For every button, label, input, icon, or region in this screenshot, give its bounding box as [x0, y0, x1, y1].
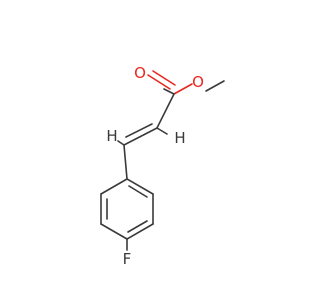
bond-vinyl-ring	[123, 144, 128, 180]
oxygen-ester-label: O	[192, 73, 204, 91]
bond-carbonyl-double-outer	[147, 74, 171, 90]
ring-bond-top-left	[100, 178, 128, 195]
hydrogen-alpha-label: H	[174, 129, 185, 147]
bonds	[100, 70, 225, 251]
ring-bond-bottom-right	[126, 223, 154, 240]
fluorine-label: F	[123, 250, 132, 268]
atom-labels: O O H H F	[106, 64, 204, 268]
bond-methyl-ester-oxygen	[205, 80, 225, 92]
ring-aromatic-inner-bottom	[127, 220, 148, 233]
bond-alkene-outer	[123, 127, 158, 146]
bond-carbonyl-carbon-left	[163, 88, 175, 95]
bond-alpha-hydrogen	[156, 127, 168, 135]
ring-aromatic-inner-top	[128, 185, 148, 198]
molecule-structure-diagram: O O H H F	[100, 64, 225, 268]
ring-bond-bottom-left	[100, 223, 128, 240]
bond-beta-hydrogen	[117, 140, 125, 146]
oxygen-carbonyl-label: O	[134, 64, 146, 82]
hydrogen-beta-label: H	[106, 127, 117, 145]
bond-carbonyl-alpha-carbon	[156, 93, 175, 129]
bond-alkene-inner	[125, 123, 153, 138]
bond-carbonyl-double-inner	[152, 70, 176, 86]
ring-bond-top-right	[126, 178, 154, 195]
bond-ester-oxygen-carbonyl	[173, 83, 193, 95]
